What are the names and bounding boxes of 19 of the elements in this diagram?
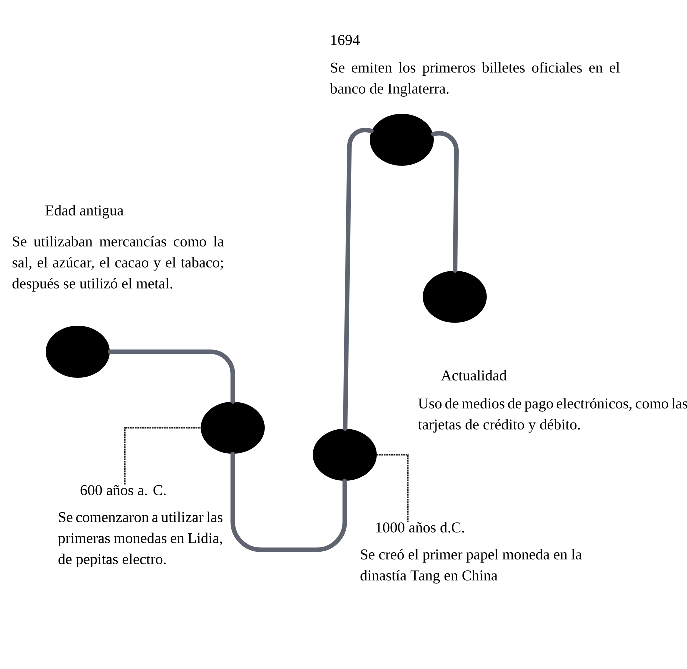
- date-heading: 600 años a. C.: [80, 485, 166, 496]
- timeline-dot: [423, 271, 487, 323]
- description-text: Se creó el primer papel moneda en la dinastía Tang en China: [360, 549, 582, 584]
- leader-line: [377, 454, 409, 522]
- timeline-dot: [201, 402, 265, 454]
- leader-line: [124, 427, 201, 485]
- description-text: Se comenzaron a utilizar las primeras monedas en Lidia, de pepitas electro.: [58, 512, 223, 568]
- date-heading: 1000 años d.C.: [376, 522, 464, 533]
- timeline-dot: [370, 114, 434, 166]
- timeline-dot: [46, 326, 110, 378]
- timeline-path: [108, 350, 236, 404]
- description-text: Se emiten los primeros billetes oficiales en el banco de Inglaterra.: [330, 62, 620, 97]
- timeline-path: [343, 128, 374, 432]
- date-heading: 1694: [332, 35, 360, 46]
- description-text: Se utilizaban mercancías como la sal, el azúcar, el cacao y el tabaco; después se utilizó el metal.: [12, 236, 224, 292]
- date-heading: Actualidad: [441, 370, 507, 381]
- timeline-dot: [313, 429, 377, 481]
- timeline-path: [230, 452, 348, 552]
- date-heading: Edad antigua: [46, 205, 124, 219]
